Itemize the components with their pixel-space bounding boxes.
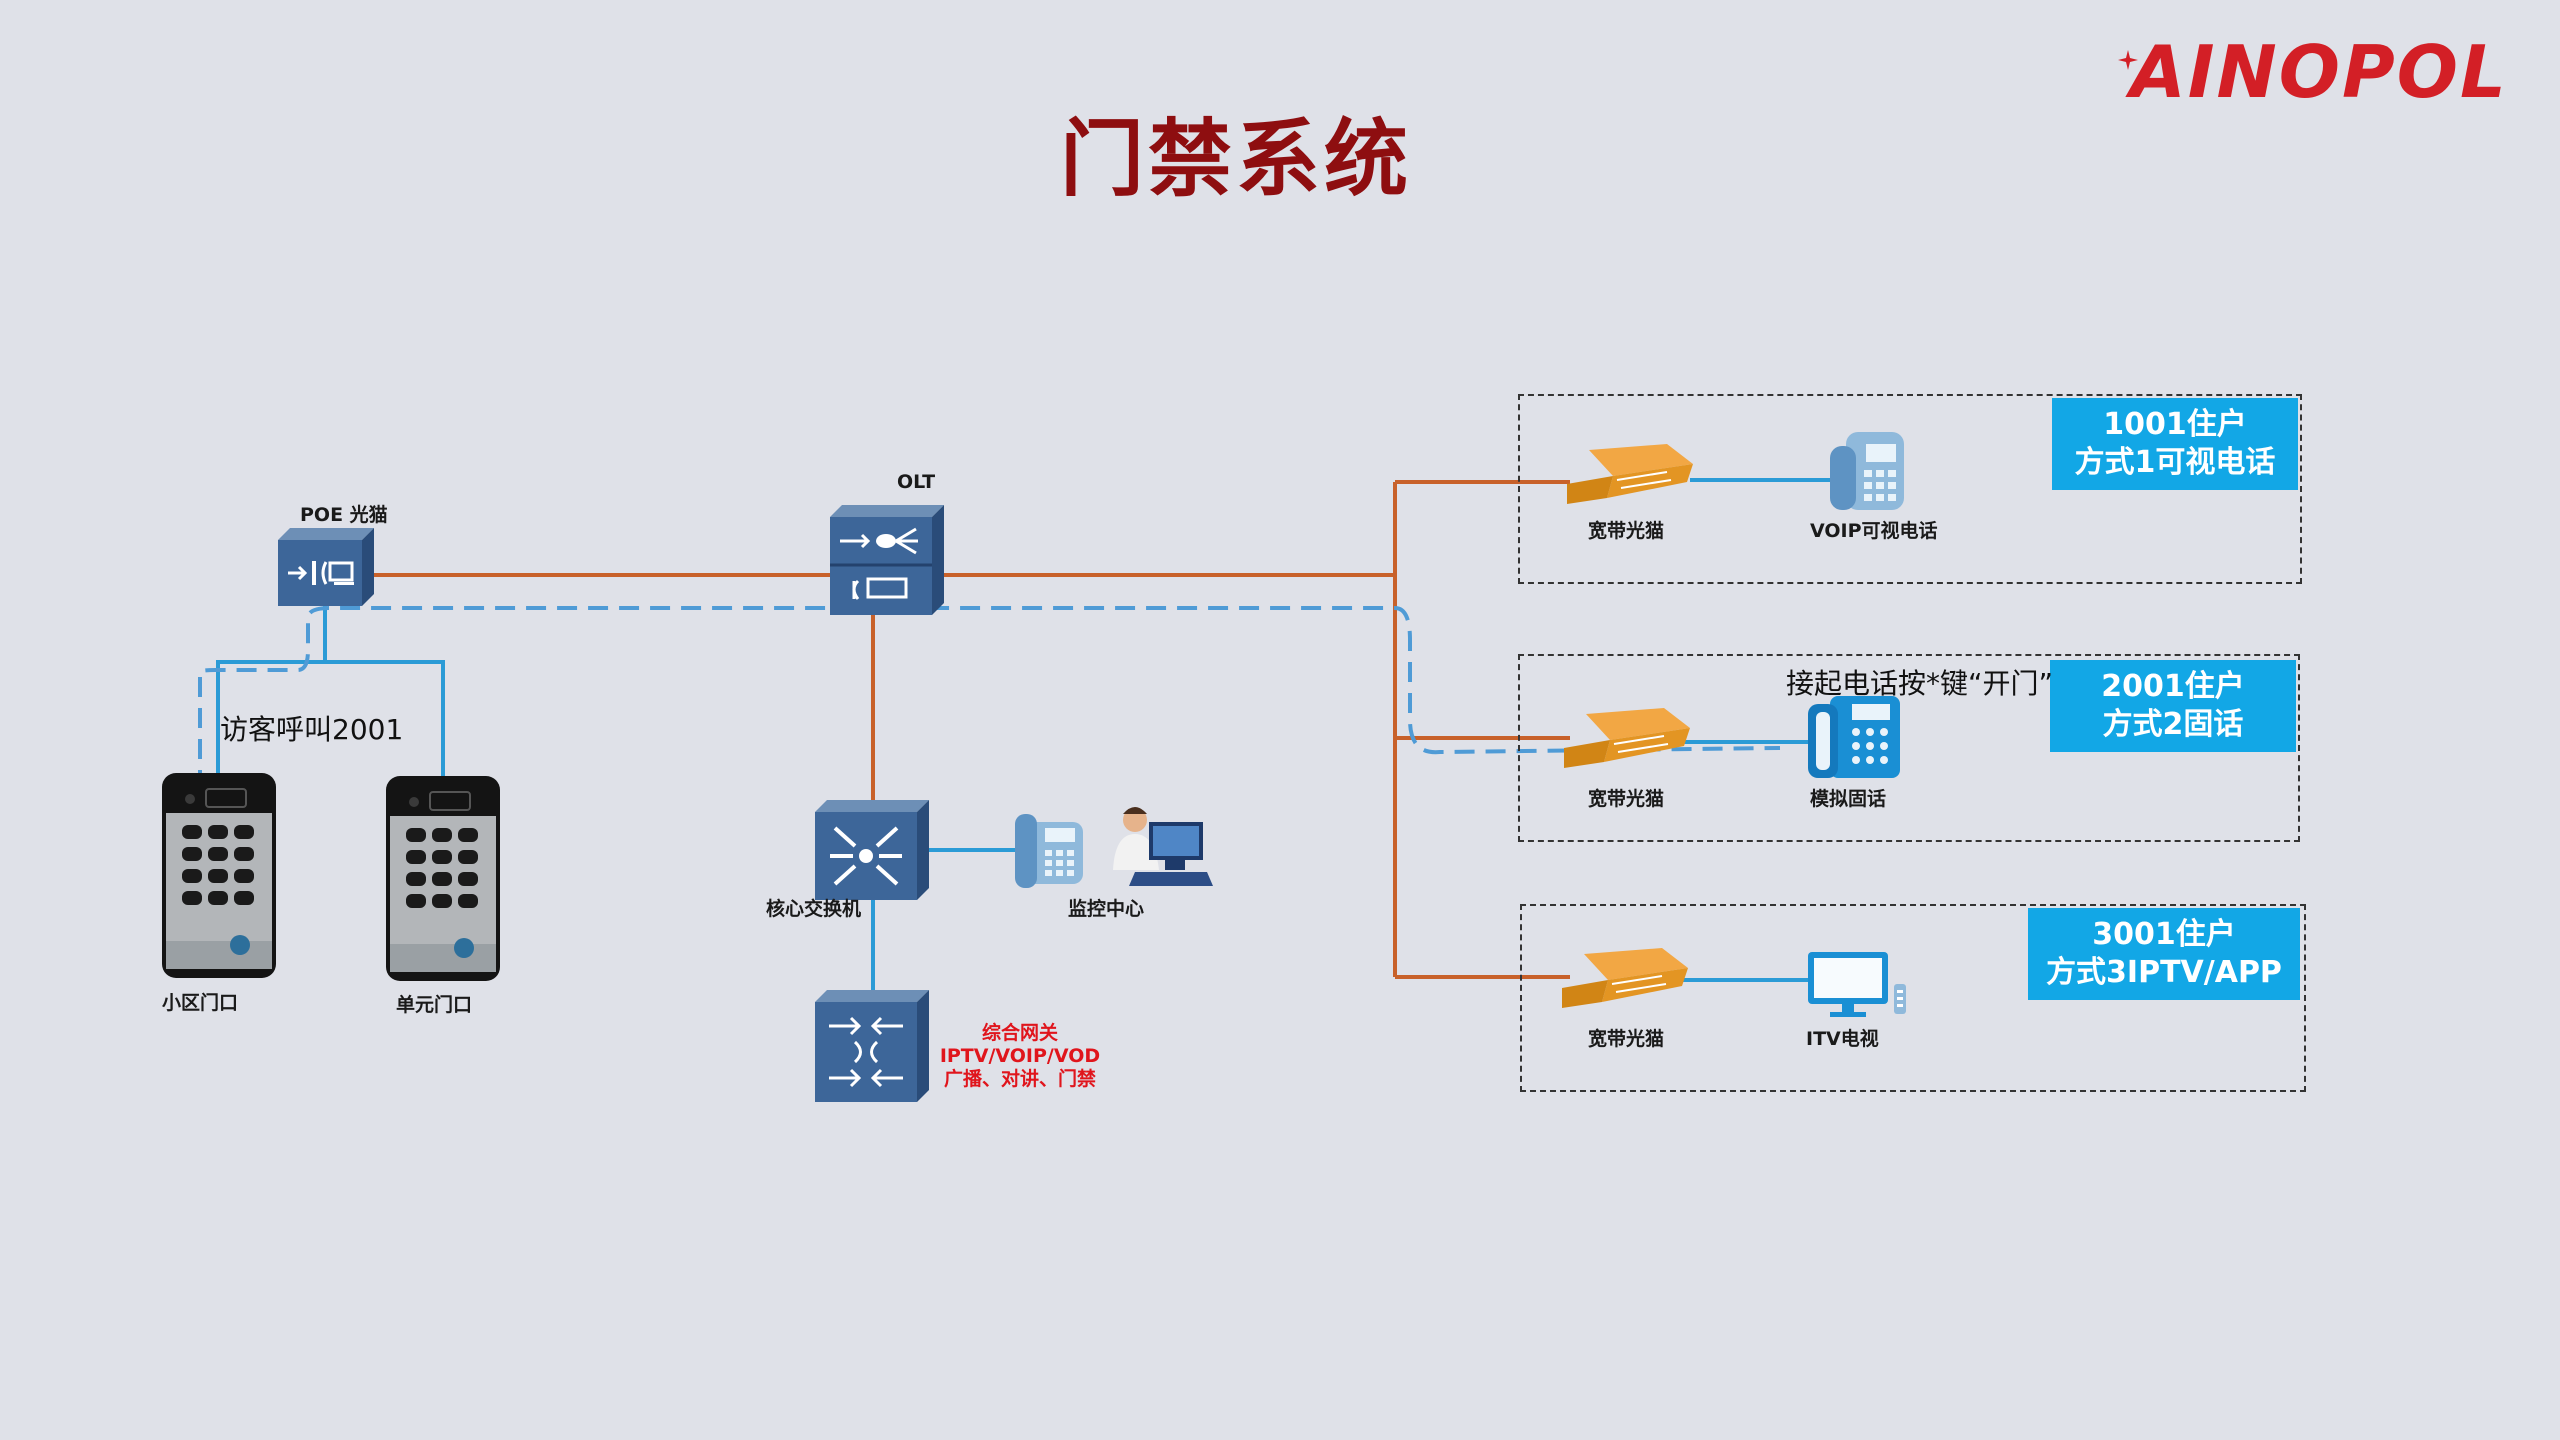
- tv-label: ITV电视: [1806, 1028, 1879, 1050]
- monitor-center-icon: [1015, 807, 1213, 888]
- broadband-modem-3-icon: [1562, 948, 1688, 1008]
- gateway-icon: [815, 990, 929, 1102]
- household-zone-1: [1518, 394, 2302, 584]
- monitor-center-label: 监控中心: [1068, 898, 1145, 920]
- modem-2-label: 宽带光猫: [1588, 788, 1665, 810]
- household-badge-3: 3001住户 方式3IPTV/APP: [2028, 908, 2300, 1000]
- tv-icon: [1808, 952, 1906, 1017]
- household-1-line1: 1001住户: [2103, 407, 2247, 442]
- olt-icon: [830, 505, 944, 615]
- door-community-label: 小区门口: [162, 992, 239, 1014]
- household-2-line2: 方式2固话: [2102, 707, 2244, 742]
- open-door-hint: 接起电话按*键“开门”: [1786, 667, 2054, 700]
- call-path: [198, 606, 1781, 790]
- core-switch-icon: [815, 800, 929, 900]
- core-switch-label: 核心交换机: [766, 898, 862, 920]
- analog-phone-label: 模拟固话: [1810, 788, 1887, 810]
- olt-label: OLT: [897, 471, 936, 493]
- modem-3-label: 宽带光猫: [1588, 1028, 1665, 1050]
- voip-phone-label: VOIP可视电话: [1810, 520, 1938, 542]
- page-title: 门禁系统: [1060, 110, 1413, 208]
- gateway-label: 综合网关 IPTV/VOIP/VOD 广播、对讲、门禁: [930, 1022, 1110, 1091]
- household-2-line1: 2001住户: [2101, 669, 2245, 704]
- household-1-line2: 方式1可视电话: [2074, 445, 2276, 480]
- poe-label: POE 光猫: [300, 504, 388, 526]
- door-station-unit-icon: [386, 776, 500, 981]
- voip-video-phone-icon: [1830, 432, 1904, 510]
- lan-links: [216, 478, 1830, 1000]
- household-zone-3: [1520, 904, 2306, 1092]
- visitor-call-label: 访客呼叫2001: [220, 713, 404, 746]
- household-3-line1: 3001住户: [2092, 917, 2236, 952]
- analog-phone-icon: [1808, 696, 1900, 778]
- household-zone-2: [1518, 654, 2300, 842]
- broadband-modem-2-icon: [1564, 708, 1690, 768]
- poe-modem-icon: [278, 528, 374, 606]
- door-station-community-icon: [162, 773, 276, 978]
- brand-logo: AINOPOL: [2130, 30, 2508, 114]
- door-feed-link: [216, 660, 445, 785]
- modem-1-label: 宽带光猫: [1588, 520, 1665, 542]
- fiber-links: [370, 480, 1570, 979]
- household-3-line2: 方式3IPTV/APP: [2046, 955, 2282, 990]
- household-badge-1: 1001住户 方式1可视电话: [2052, 398, 2298, 490]
- gateway-label-line3: 广播、对讲、门禁: [943, 1068, 1096, 1090]
- gateway-label-line2: IPTV/VOIP/VOD: [939, 1045, 1101, 1067]
- household-badge-2: 2001住户 方式2固话: [2050, 660, 2296, 752]
- logo-star-icon: [2118, 50, 2138, 70]
- door-unit-label: 单元门口: [396, 994, 473, 1016]
- gateway-label-line1: 综合网关: [981, 1022, 1058, 1044]
- broadband-modem-1-icon: [1567, 444, 1693, 504]
